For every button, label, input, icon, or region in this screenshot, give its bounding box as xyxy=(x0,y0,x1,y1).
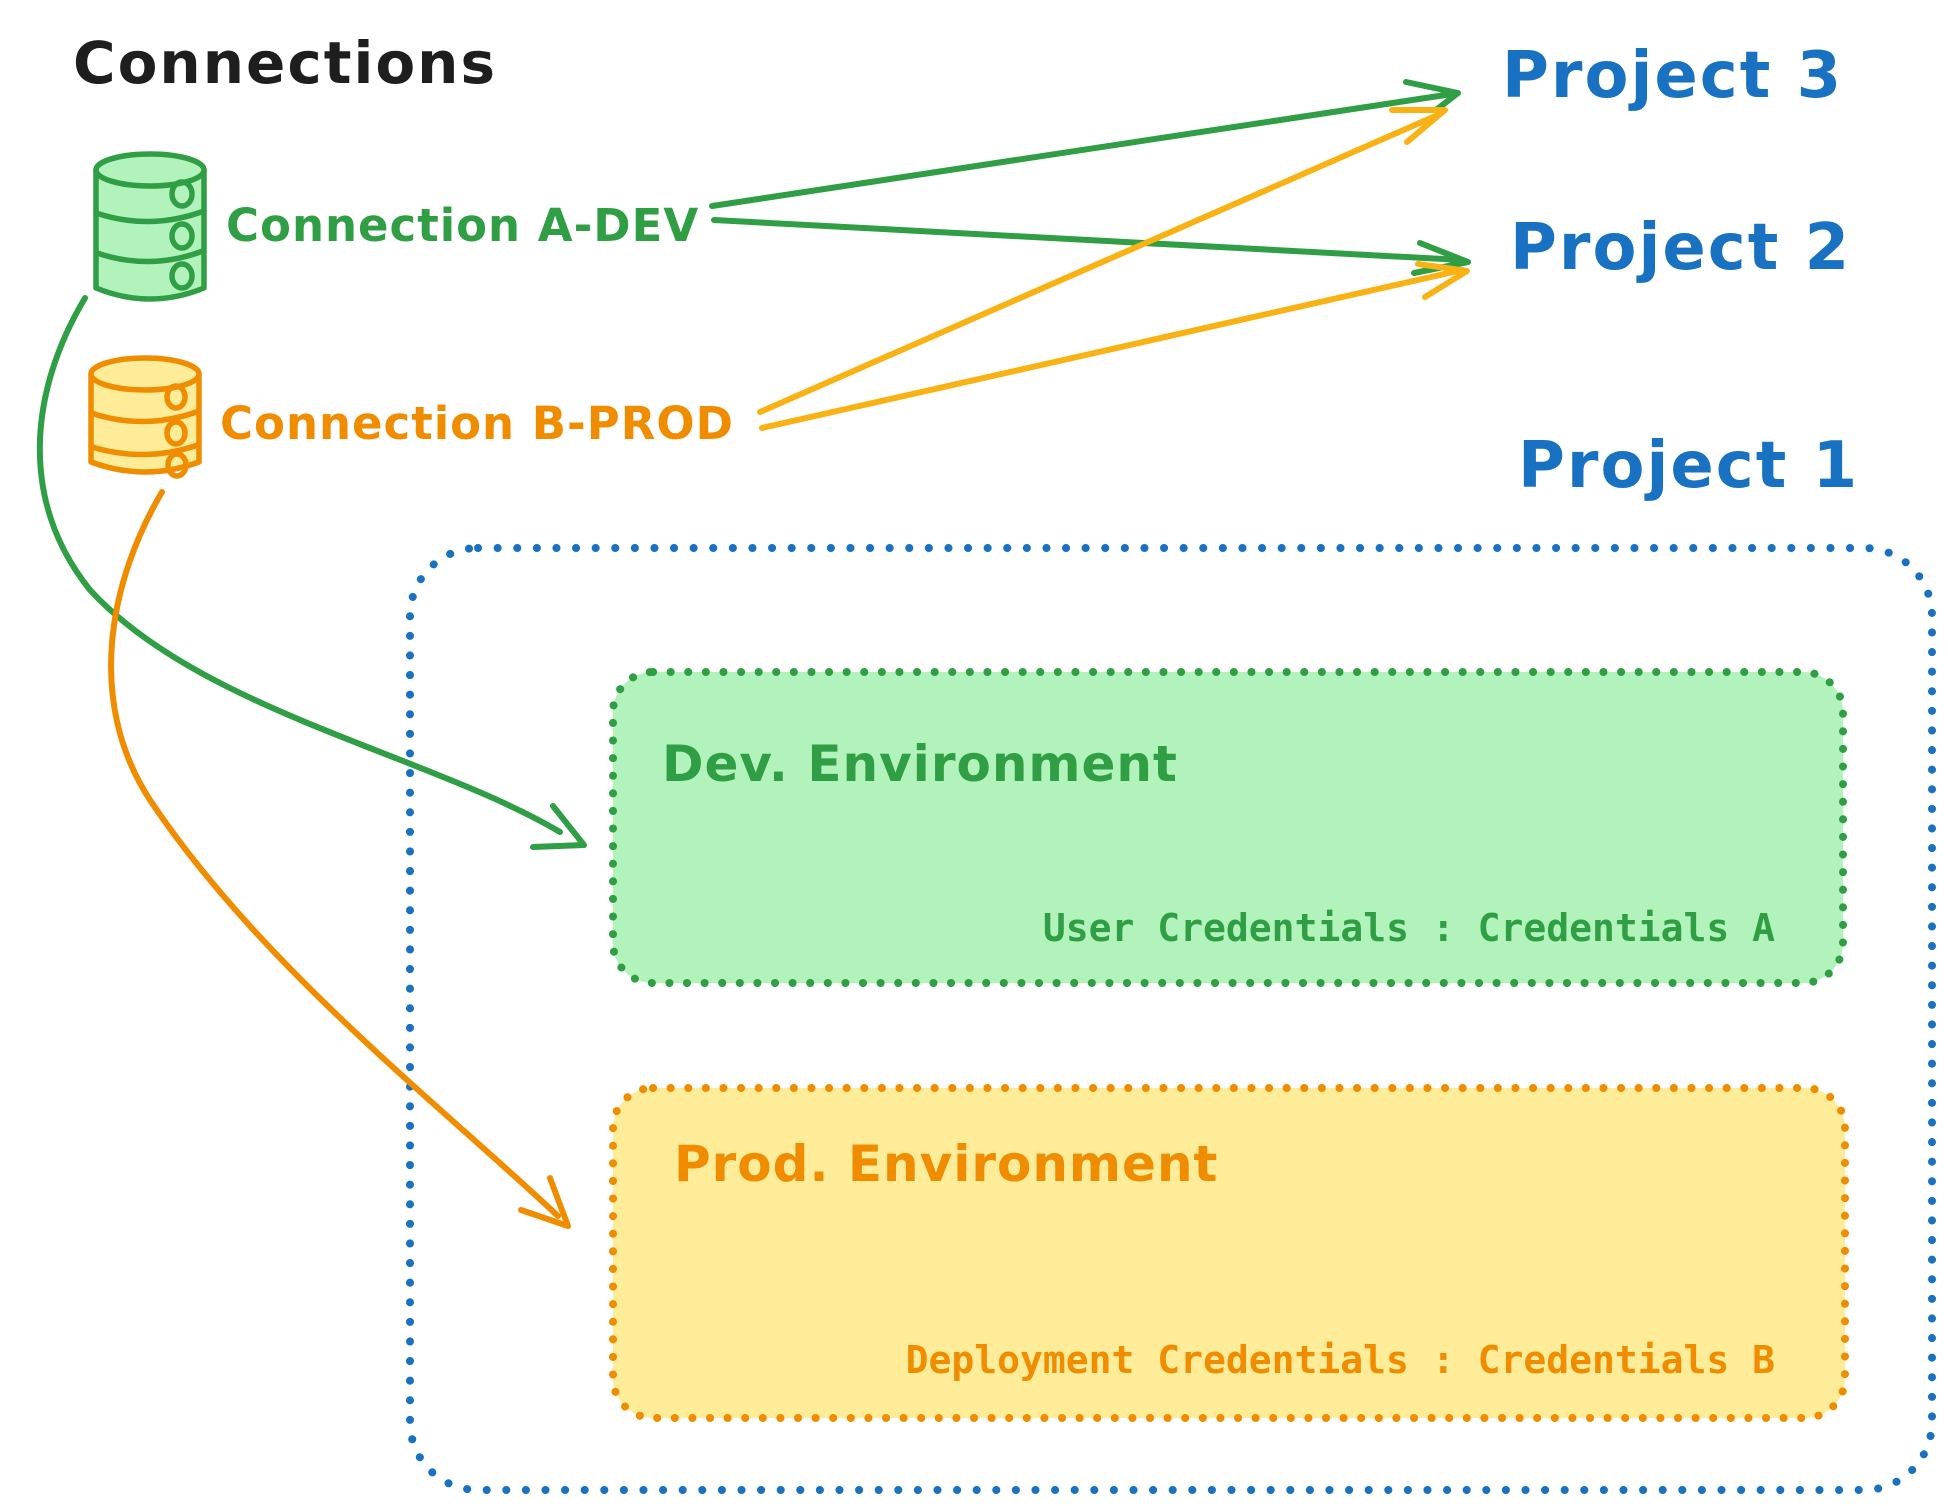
database-icon-dev-divider xyxy=(94,248,206,265)
dev-environment-box xyxy=(609,668,1847,987)
diagram-title: Connections xyxy=(73,29,497,97)
arrows-a-dev xyxy=(709,79,1471,276)
database-icon-prod-light xyxy=(165,451,189,479)
database-icon-dev-light xyxy=(169,179,195,209)
connection-a-dev-label: Connection A-DEV xyxy=(226,199,700,252)
arrow-a-dev-to-project2 xyxy=(711,217,1465,263)
prod-environment-title: Prod. Environment xyxy=(674,1135,1219,1193)
arrowhead-prod-environment xyxy=(518,1175,571,1229)
curved-arrow-dev xyxy=(36,295,563,835)
dev-environment-title: Dev. Environment xyxy=(662,735,1178,793)
prod-environment-box xyxy=(609,1084,1849,1422)
arrow-b-prod-to-project3 xyxy=(757,111,1443,415)
arrow-a-dev-to-dev-environment xyxy=(36,295,587,850)
database-icon-dev-light xyxy=(169,261,195,291)
database-icon-dev-divider xyxy=(93,208,207,225)
arrowhead-a-dev-project2 xyxy=(1411,240,1471,276)
arrow-b-prod-to-prod-environment xyxy=(108,489,571,1229)
database-icon-dev-top xyxy=(93,151,207,189)
database-icon-prod-divider xyxy=(88,408,202,425)
curved-arrow-prod xyxy=(108,489,561,1219)
database-icon-dev xyxy=(93,151,207,302)
database-icon-dev-light xyxy=(169,221,195,251)
database-icon-prod-top xyxy=(88,355,202,393)
database-icon-prod xyxy=(88,355,202,479)
database-icon-dev-body xyxy=(93,167,207,302)
database-icon-prod-light xyxy=(164,419,188,447)
connection-b-prod-label: Connection B-PROD xyxy=(220,397,734,450)
arrows-b-prod xyxy=(757,107,1470,431)
database-icon-prod-divider xyxy=(89,442,201,458)
arrowhead-dev-environment xyxy=(530,803,587,850)
dev-environment-credentials: User Credentials : Credentials A xyxy=(1042,906,1775,950)
arrowhead-b-prod-project2 xyxy=(1415,261,1470,300)
arrowhead-a-dev-project3 xyxy=(1403,79,1461,113)
project-1-label: Project 1 xyxy=(1518,429,1860,503)
arrow-a-dev-to-project3 xyxy=(709,91,1455,209)
project1-boundary-box xyxy=(406,544,1936,1494)
arrowhead-b-prod-project3 xyxy=(1389,107,1448,145)
database-icon-prod-light xyxy=(164,383,188,411)
prod-environment-credentials: Deployment Credentials : Credentials B xyxy=(905,1338,1775,1382)
project-3-label: Project 3 xyxy=(1502,39,1844,113)
project-2-label: Project 2 xyxy=(1510,211,1852,285)
arrow-b-prod-to-project2 xyxy=(759,267,1465,431)
